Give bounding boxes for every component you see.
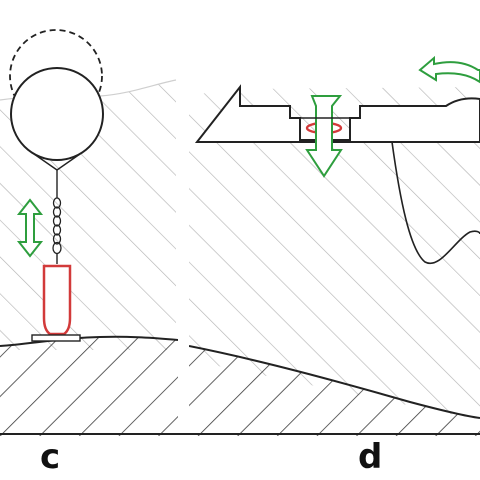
float-ball: [10, 67, 104, 161]
base-plate: [31, 334, 81, 342]
panel-d: [189, 55, 480, 436]
flap-curve: [391, 141, 480, 265]
anchor-weight: [42, 264, 72, 336]
cantilever-plate: [194, 84, 480, 143]
curved-arrow-icon: [418, 55, 480, 84]
panel-c: [0, 29, 178, 436]
panel-label-d: d: [358, 437, 383, 477]
down-arrow-icon: [305, 95, 343, 178]
panel-label-c: c: [40, 437, 61, 477]
up-down-arrow-icon: [16, 198, 44, 258]
chain-spring: [52, 197, 62, 255]
substrate-c: [0, 336, 178, 436]
soft-layer-d: [189, 87, 480, 420]
substrate-d: [189, 346, 480, 436]
